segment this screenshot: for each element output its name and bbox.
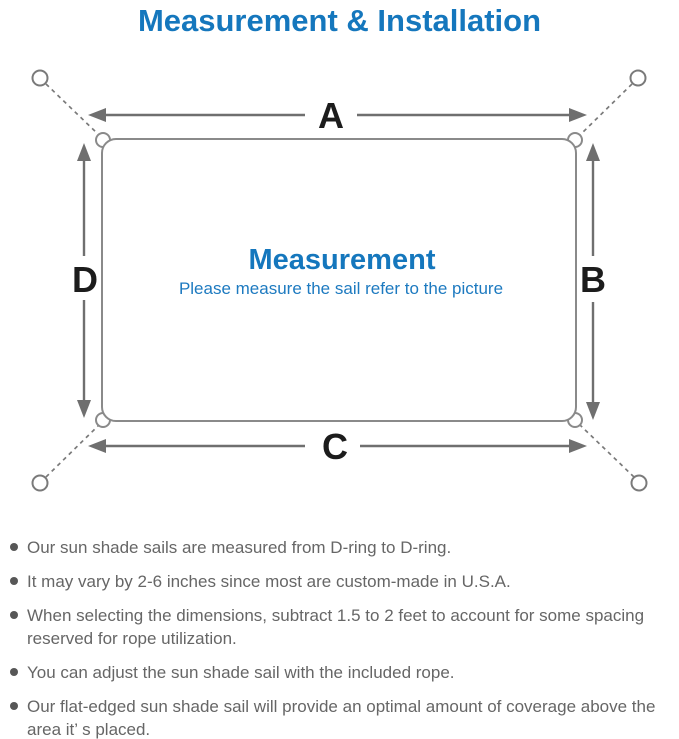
note-text: When selecting the dimensions, subtract … [27,606,645,648]
arrow-c-right-head-icon [569,439,587,453]
bullet-icon [10,611,18,619]
anchor-ring-top-right-icon [629,69,647,87]
bullet-icon [10,668,18,676]
list-item: When selecting the dimensions, subtract … [10,604,679,650]
tether-bottom-right [579,424,635,478]
diagram-center-subtitle: Please measure the sail refer to the pic… [179,279,503,298]
list-item: You can adjust the sun shade sail with t… [10,661,679,684]
dimension-label-a: A [318,95,344,136]
arrow-d-up-head-icon [77,143,91,161]
arrow-b-up-head-icon [586,143,600,161]
note-text: It may vary by 2-6 inches since most are… [27,572,511,591]
list-item: Our flat-edged sun shade sail will provi… [10,695,679,739]
note-text: You can adjust the sun shade sail with t… [27,663,455,682]
bullet-icon [10,543,18,551]
anchor-points [31,69,648,492]
tether-top-left [45,83,101,137]
tether-top-right [578,83,633,137]
diagram-center-title: Measurement [249,244,436,276]
anchor-ring-top-left-icon [31,69,49,87]
note-text: Our sun shade sails are measured from D-… [27,538,452,557]
bullet-icon [10,702,18,710]
note-text: Our flat-edged sun shade sail will provi… [27,697,656,739]
arrow-c-left-head-icon [88,439,106,453]
tether-bottom-left [45,423,101,478]
arrow-b-down-head-icon [586,402,600,420]
arrow-a-right-head-icon [569,108,587,122]
notes-list: Our sun shade sails are measured from D-… [0,530,679,739]
arrow-d-down-head-icon [77,400,91,418]
dimension-arrows [77,108,600,453]
dimension-label-c: C [322,426,348,467]
dimension-label-d: D [72,259,98,300]
list-item: It may vary by 2-6 inches since most are… [10,570,679,593]
list-item: Our sun shade sails are measured from D-… [10,536,679,559]
page-title: Measurement & Installation [137,3,542,38]
dimension-label-b: B [580,259,606,300]
anchor-ring-bottom-left-icon [31,474,49,492]
bullet-icon [10,577,18,585]
measurement-diagram: A B C D Measurement Please measure the s… [31,69,648,492]
sail-outline [101,138,577,422]
arrow-a-left-head-icon [88,108,106,122]
anchor-ring-bottom-right-icon [630,474,648,492]
